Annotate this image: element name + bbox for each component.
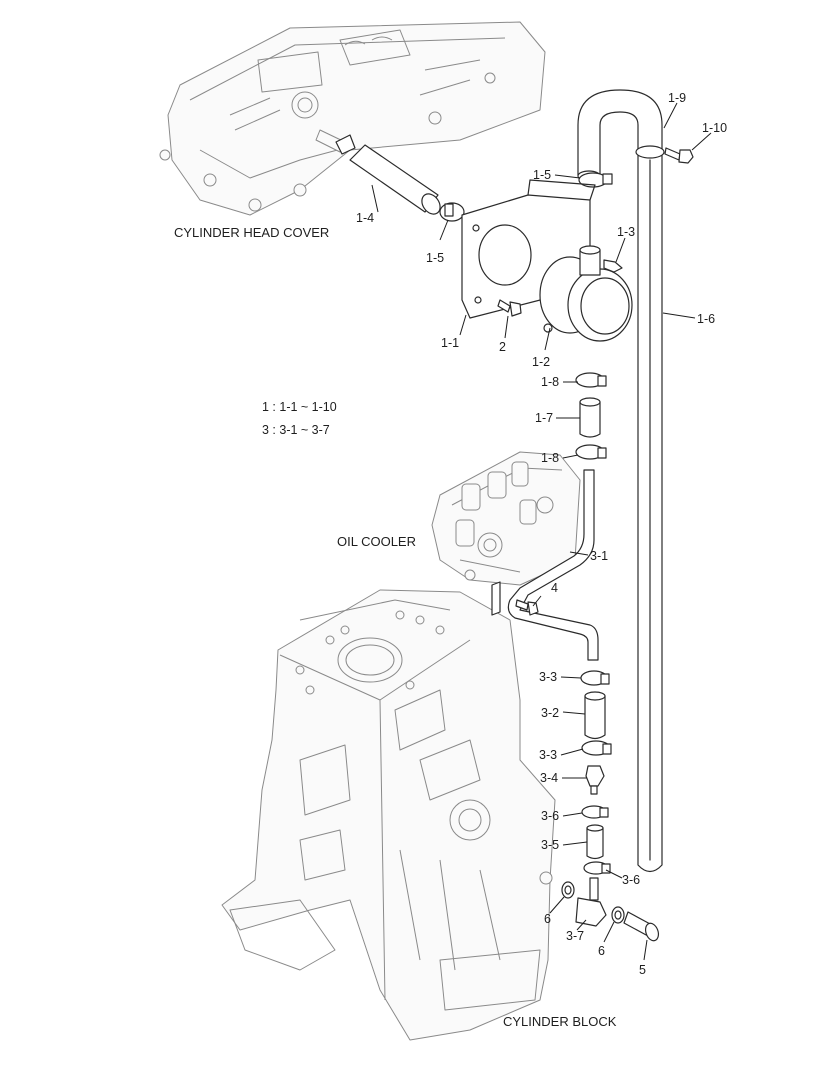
leader-lines	[371, 102, 712, 961]
callout-6-right: 6	[598, 944, 605, 958]
callout-1-6: 1-6	[697, 312, 715, 326]
callout-1-9: 1-9	[668, 91, 686, 105]
part-4-bolt	[515, 599, 539, 616]
caption-cylinder-block: CYLINDER BLOCK	[503, 1014, 617, 1029]
caption-oil-cooler: OIL COOLER	[337, 534, 416, 549]
callout-labels: 1-9 1-10 1-5 1-4 1-5 1-3 1-1 2 1-2 1-6 1…	[356, 91, 727, 977]
callout-1-10: 1-10	[702, 121, 727, 135]
callout-4: 4	[551, 581, 558, 595]
part-3-6-clamp-upper	[581, 805, 609, 819]
callout-5: 5	[639, 963, 646, 977]
part-1-5-clamp-upper	[578, 172, 613, 188]
part-1-8-clamp-upper	[575, 372, 607, 388]
callout-3-6-lower: 3-6	[622, 873, 640, 887]
part-1-3-bolt	[603, 259, 623, 273]
part-6-washers	[561, 881, 625, 924]
callout-1-4: 1-4	[356, 211, 374, 225]
callout-1-5-upper: 1-5	[533, 168, 551, 182]
legend-line-1: 1 : 1-1 ~ 1-10	[262, 400, 337, 414]
part-3-6-clamp-lower	[583, 861, 611, 875]
part-5-banjo-bolt	[623, 911, 660, 942]
callout-1-2: 1-2	[532, 355, 550, 369]
part-1-7-hose	[579, 397, 601, 438]
part-3-5-hose	[586, 824, 604, 860]
part-1-10-bolt	[664, 147, 694, 164]
part-1-2-breather-body	[539, 245, 633, 342]
callout-1-8-upper: 1-8	[541, 375, 559, 389]
callout-1-3: 1-3	[617, 225, 635, 239]
callout-3-1: 3-1	[590, 549, 608, 563]
cylinder-block-drawing	[221, 589, 556, 1041]
part-3-3-clamp-upper	[580, 670, 610, 686]
cylinder-head-cover-drawing	[159, 21, 546, 216]
callout-1-8-lower: 1-8	[541, 451, 559, 465]
oil-cooler-drawing	[431, 451, 581, 586]
part-1-4-hose	[335, 134, 441, 215]
part-1-6-breather-tube	[637, 151, 663, 873]
part-3-7-banjo-fitting	[575, 877, 607, 927]
caption-cylinder-head-cover: CYLINDER HEAD COVER	[174, 225, 329, 240]
legend-line-2: 3 : 3-1 ~ 3-7	[262, 423, 330, 437]
callout-6-left: 6	[544, 912, 551, 926]
callout-1-1: 1-1	[441, 336, 459, 350]
callout-1-5-lower: 1-5	[426, 251, 444, 265]
callout-3-5: 3-5	[541, 838, 559, 852]
callout-3-4: 3-4	[540, 771, 558, 785]
part-2-bolt	[497, 299, 522, 317]
callout-1-7: 1-7	[535, 411, 553, 425]
part-1-5-clamp-lower	[439, 202, 465, 222]
part-3-2-hose	[584, 691, 606, 740]
callout-3-2: 3-2	[541, 706, 559, 720]
callout-3-3-lower: 3-3	[539, 748, 557, 762]
callout-3-3-upper: 3-3	[539, 670, 557, 684]
callout-2: 2	[499, 340, 506, 354]
callout-3-7: 3-7	[566, 929, 584, 943]
part-1-8-clamp-lower	[575, 444, 607, 460]
callout-3-6-upper: 3-6	[541, 809, 559, 823]
part-3-4-check-valve	[585, 765, 605, 795]
part-3-3-clamp-lower	[581, 740, 612, 756]
